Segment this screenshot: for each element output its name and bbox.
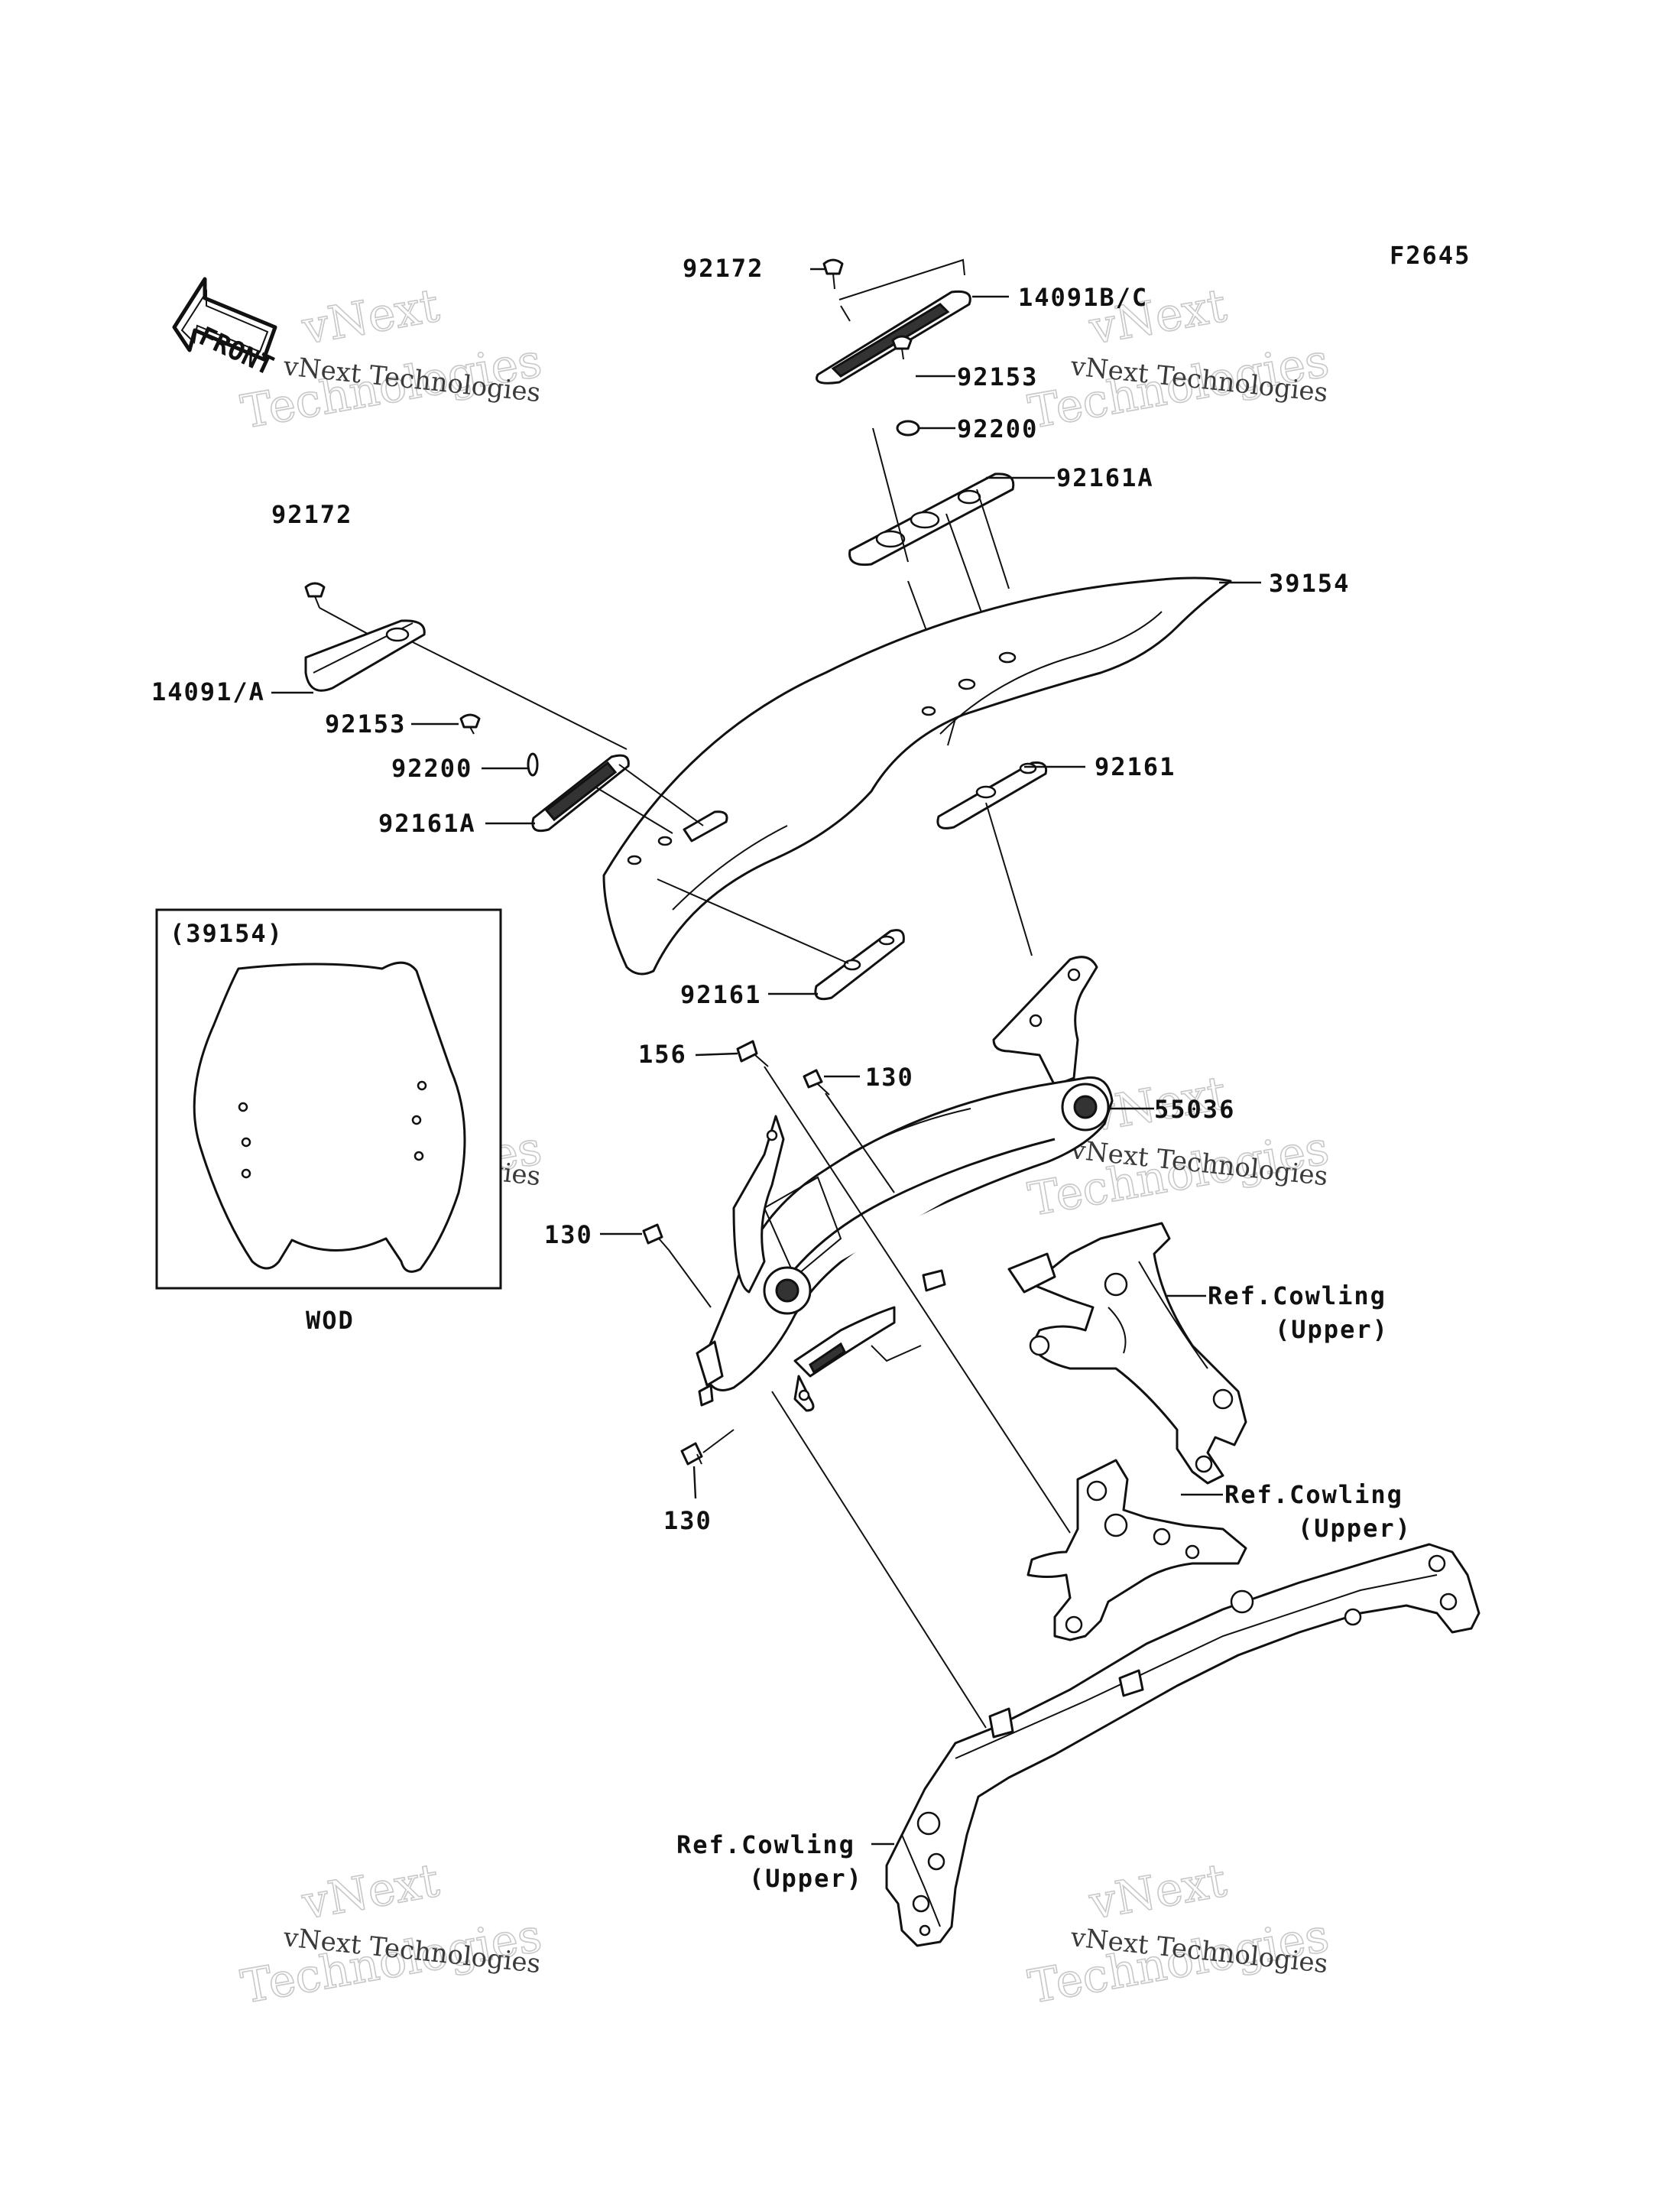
svg-text:vNext: vNext — [1085, 1854, 1230, 1930]
cowling-plate-middle — [1026, 1459, 1247, 1641]
leader-lines — [271, 268, 1261, 1846]
top-cover-assembly — [816, 258, 1015, 689]
watermark-top-left: vNext Technologies vNext Technologies — [237, 278, 546, 440]
ref-cowling-3-line1: Ref.Cowling — [676, 1830, 855, 1859]
windshield-front-view — [193, 961, 466, 1273]
bolt-130-top — [803, 1069, 895, 1193]
callout-92153-top: 92153 — [957, 362, 1038, 391]
inset-title: (39154) — [170, 919, 284, 948]
bolt-icon — [822, 258, 844, 290]
callout-39154: 39154 — [1269, 569, 1350, 598]
callout-92161a-top: 92161A — [1056, 463, 1154, 492]
guide-line — [771, 1391, 987, 1729]
svg-text:vNext: vNext — [297, 279, 443, 356]
ref-cowling-1-line2: (Upper) — [1275, 1315, 1389, 1344]
callout-130-top: 130 — [865, 1063, 914, 1092]
callout-130-bottom: 130 — [663, 1506, 712, 1535]
screw-icon — [459, 713, 481, 735]
callout-92200-top: 92200 — [957, 414, 1038, 443]
bolt-130-left — [642, 1223, 712, 1308]
cowling-frame-lower — [885, 1543, 1481, 1947]
callout-55036: 55036 — [1154, 1095, 1235, 1124]
callout-92161-right: 92161 — [1095, 752, 1176, 781]
callout-130-left: 130 — [544, 1220, 593, 1249]
bolt-156 — [736, 1040, 1071, 1534]
callout-92172-left: 92172 — [271, 500, 352, 529]
ref-cowling-2-line1: Ref.Cowling — [1224, 1480, 1403, 1509]
callout-92200-left: 92200 — [391, 754, 472, 783]
front-arrow-icon: FRONT — [172, 277, 278, 381]
ref-cowling-1-line1: Ref.Cowling — [1208, 1281, 1386, 1310]
plate-lower — [657, 878, 905, 1001]
callout-92153-left: 92153 — [325, 709, 406, 739]
watermark-bottom-right: vNext Technologies vNext Technologies — [1024, 1853, 1334, 2015]
bolt-icon — [304, 582, 326, 609]
screw-icon — [891, 335, 913, 360]
windshield-bracket — [696, 956, 1114, 1412]
callout-92161-lower: 92161 — [680, 980, 761, 1009]
cowling-bracket-upper-right — [1007, 1222, 1247, 1485]
callout-156: 156 — [638, 1040, 687, 1069]
ref-cowling-3-line2: (Upper) — [749, 1864, 863, 1893]
callout-14091a: 14091/A — [151, 677, 265, 706]
svg-text:vNext: vNext — [297, 1854, 443, 1930]
bolt-130-bottom — [680, 1429, 735, 1466]
washer-icon — [896, 420, 920, 437]
inset-caption: WOD — [306, 1306, 355, 1335]
inset-box: (39154) WOD — [155, 908, 502, 1335]
windshield — [602, 576, 1232, 976]
left-cover-assembly — [304, 582, 704, 834]
watermark-bottom-left: vNext Technologies vNext Technologies — [237, 1853, 546, 2015]
figure-code: F2645 — [1390, 241, 1471, 270]
callout-92172-top: 92172 — [683, 254, 764, 283]
callout-92161a-left: 92161A — [378, 809, 476, 838]
washer-icon — [527, 752, 539, 777]
plate-right — [936, 761, 1048, 956]
callout-14091bc: 14091B/C — [1018, 283, 1148, 312]
ref-cowling-2-line2: (Upper) — [1298, 1514, 1412, 1543]
